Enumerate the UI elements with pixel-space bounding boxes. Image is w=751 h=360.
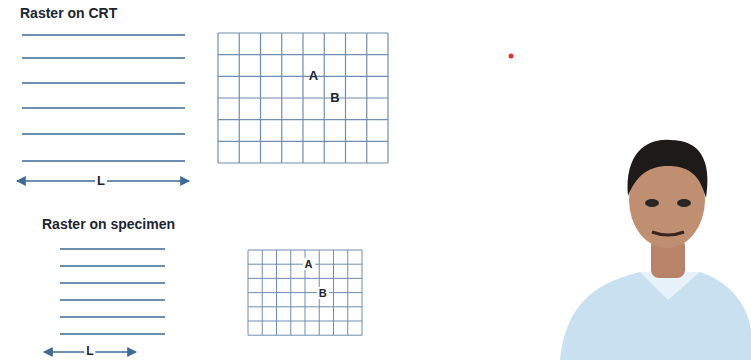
grid-line: [218, 97, 388, 98]
crt-raster-lines: [22, 35, 185, 161]
grid-line: [248, 306, 362, 307]
section-heading: Raster on CRT: [20, 6, 117, 21]
dimension-label: L: [95, 174, 107, 188]
presenter: [560, 140, 751, 360]
section-heading: Raster on specimen: [42, 217, 175, 232]
point-label: A: [303, 258, 315, 270]
grid-line: [218, 54, 388, 55]
dimension-label: L: [84, 345, 95, 358]
grid-line: [248, 335, 362, 336]
point-label: B: [330, 91, 339, 105]
pointer-dot: [509, 54, 514, 59]
grid-line: [248, 278, 362, 279]
grid-line: [218, 32, 388, 33]
crt-pixel-grid: [218, 33, 388, 163]
grid-line: [248, 321, 362, 322]
point-label: B: [317, 287, 329, 299]
grid-line: [248, 292, 362, 293]
grid-line: [218, 141, 388, 142]
grid-line: [248, 250, 362, 251]
grid-line: [218, 119, 388, 120]
grid-line: [218, 76, 388, 77]
specimen-pixel-grid: [248, 250, 362, 335]
grid-line: [218, 162, 388, 163]
point-label: A: [309, 69, 318, 83]
specimen-raster-lines: [60, 249, 165, 334]
